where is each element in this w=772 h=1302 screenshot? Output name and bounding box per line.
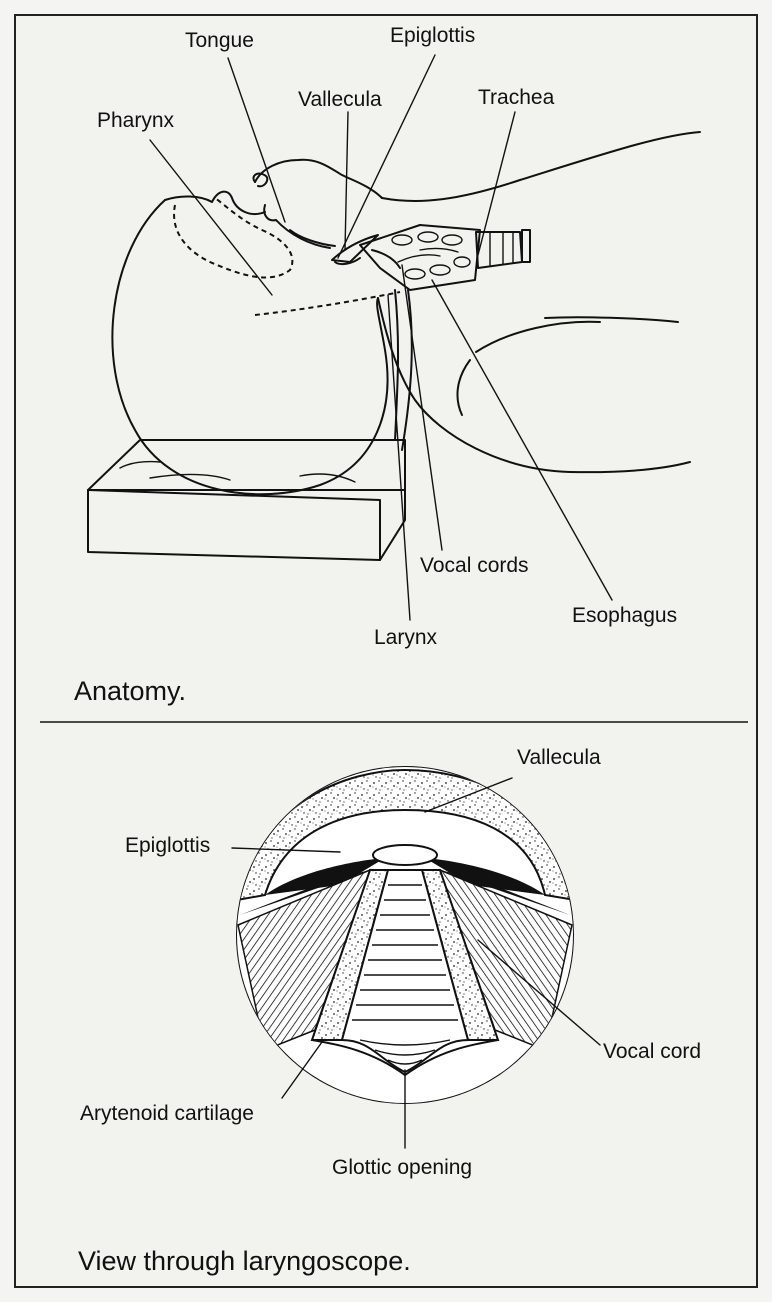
label-epiglottis-top: Epiglottis [390,24,475,47]
label-tongue: Tongue [185,29,254,52]
label-pharynx: Pharynx [97,109,175,132]
caption-laryngoscope-view: View through laryngoscope. [78,1246,411,1276]
label-vocal-cords: Vocal cords [420,554,529,577]
laryngoscope-view-drawing [230,760,580,1110]
label-trachea: Trachea [478,86,555,109]
label-vallecula-bottom: Vallecula [517,746,601,769]
label-larynx: Larynx [374,626,438,649]
label-arytenoid-cartilage: Arytenoid cartilage [80,1102,254,1125]
label-esophagus: Esophagus [572,604,677,627]
caption-anatomy: Anatomy. [74,676,186,706]
label-glottic-opening: Glottic opening [332,1156,472,1179]
label-vallecula-top: Vallecula [298,88,382,111]
label-epiglottis-bottom: Epiglottis [125,834,210,857]
label-vocal-cord: Vocal cord [603,1040,701,1063]
head-profile-drawing [88,132,700,560]
